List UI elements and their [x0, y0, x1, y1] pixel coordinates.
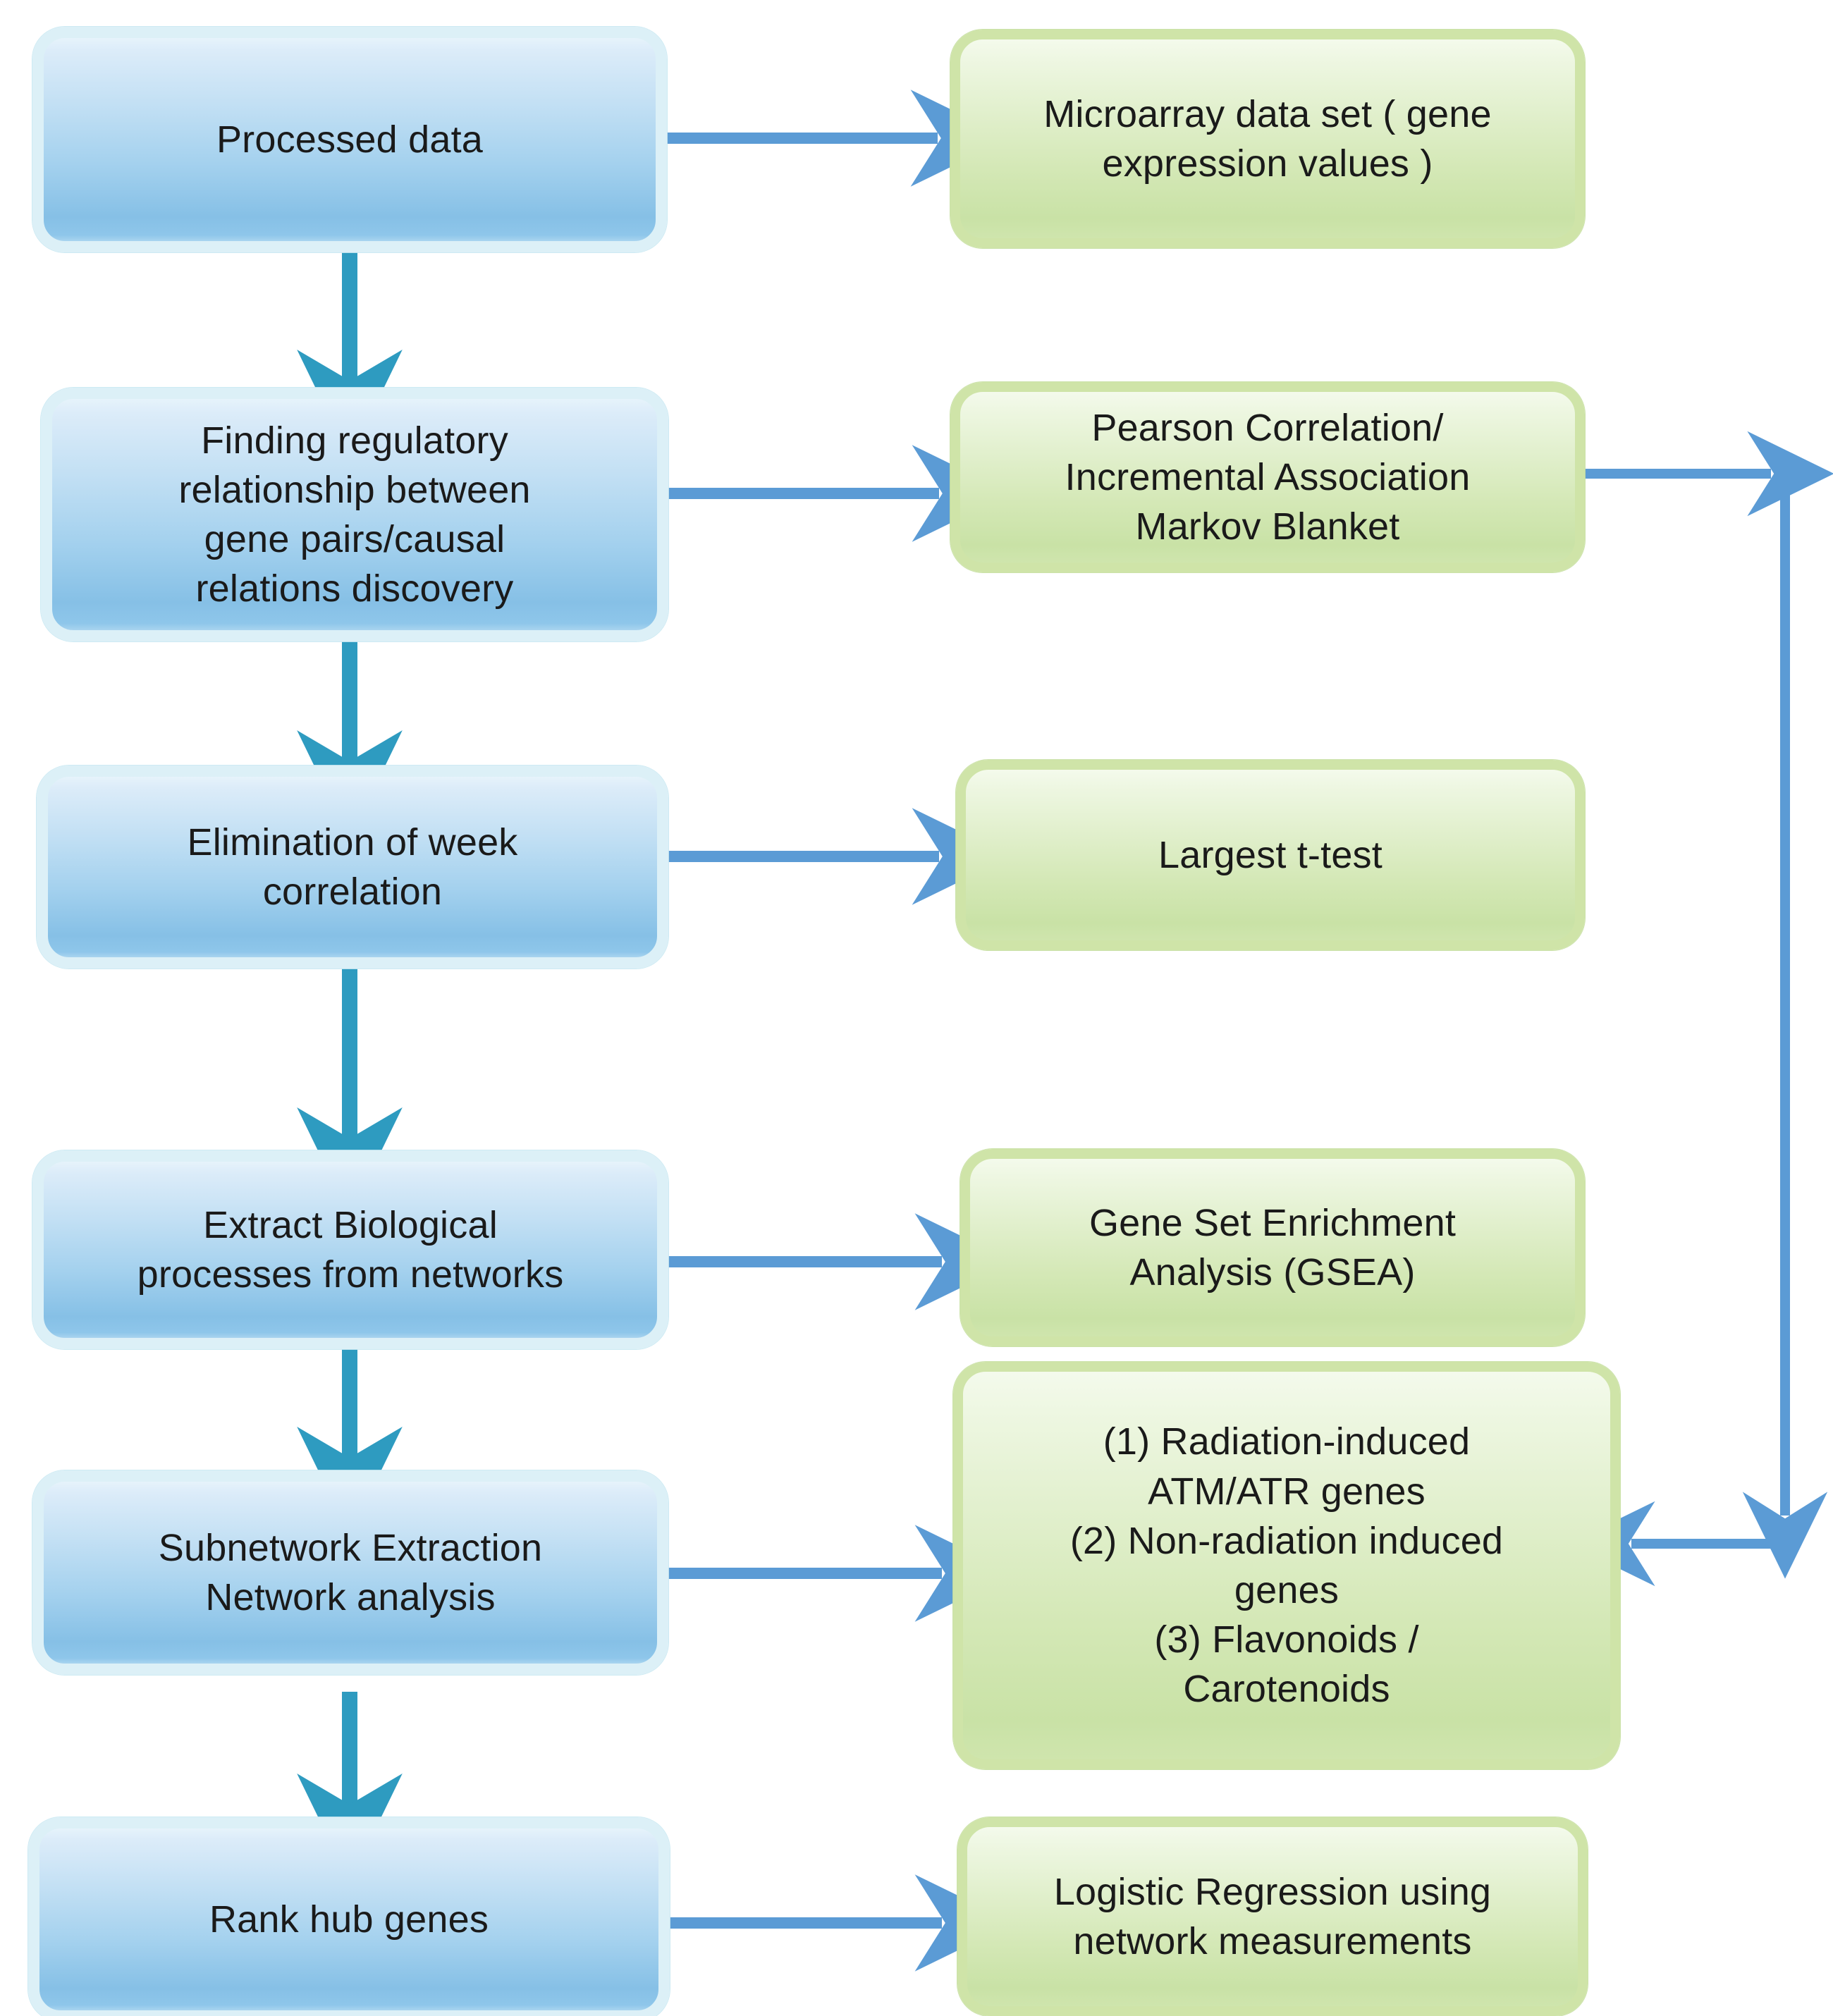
node-label: Processed data — [216, 118, 484, 161]
node-finding-regulatory[interactable]: Finding regulatory relationship between … — [41, 388, 668, 641]
node-label: Largest t-test — [1158, 833, 1383, 876]
node-logistic-regression[interactable]: Logistic Regression using network measur… — [957, 1817, 1588, 2016]
node-label: Microarray data set ( gene expression va… — [1043, 92, 1492, 185]
node-rank-hub-genes[interactable]: Rank hub genes — [28, 1817, 670, 2016]
node-label: (1) Radiation-induced ATM/ATR genes (2) … — [1069, 1420, 1504, 1711]
node-label: Finding regulatory relationship between … — [178, 419, 531, 610]
node-label: Gene Set Enrichment Analysis (GSEA) — [1089, 1201, 1457, 1293]
node-gene-categories[interactable]: (1) Radiation-induced ATM/ATR genes (2) … — [953, 1362, 1620, 1769]
node-label: Rank hub genes — [209, 1898, 489, 1941]
node-label: Elimination of week correlation — [187, 820, 518, 913]
node-pearson-correlation[interactable]: Pearson Correlation/ Incremental Associa… — [950, 382, 1585, 572]
node-processed-data[interactable]: Processed data — [32, 27, 667, 252]
node-label: Extract Biological processes from networ… — [137, 1203, 564, 1296]
node-elimination-week[interactable]: Elimination of week correlation — [37, 766, 668, 969]
node-label: Subnetwork Extraction Network analysis — [158, 1526, 543, 1618]
node-extract-biological[interactable]: Extract Biological processes from networ… — [32, 1150, 668, 1349]
node-gsea[interactable]: Gene Set Enrichment Analysis (GSEA) — [960, 1149, 1585, 1346]
node-subnetwork-extraction[interactable]: Subnetwork Extraction Network analysis — [32, 1470, 668, 1675]
node-largest-t-test[interactable]: Largest t-test — [956, 760, 1585, 950]
node-label: Logistic Regression using network measur… — [1053, 1870, 1492, 1962]
node-microarray-data-set[interactable]: Microarray data set ( gene expression va… — [950, 30, 1585, 248]
node-label: Pearson Correlation/ Incremental Associa… — [1065, 406, 1471, 548]
